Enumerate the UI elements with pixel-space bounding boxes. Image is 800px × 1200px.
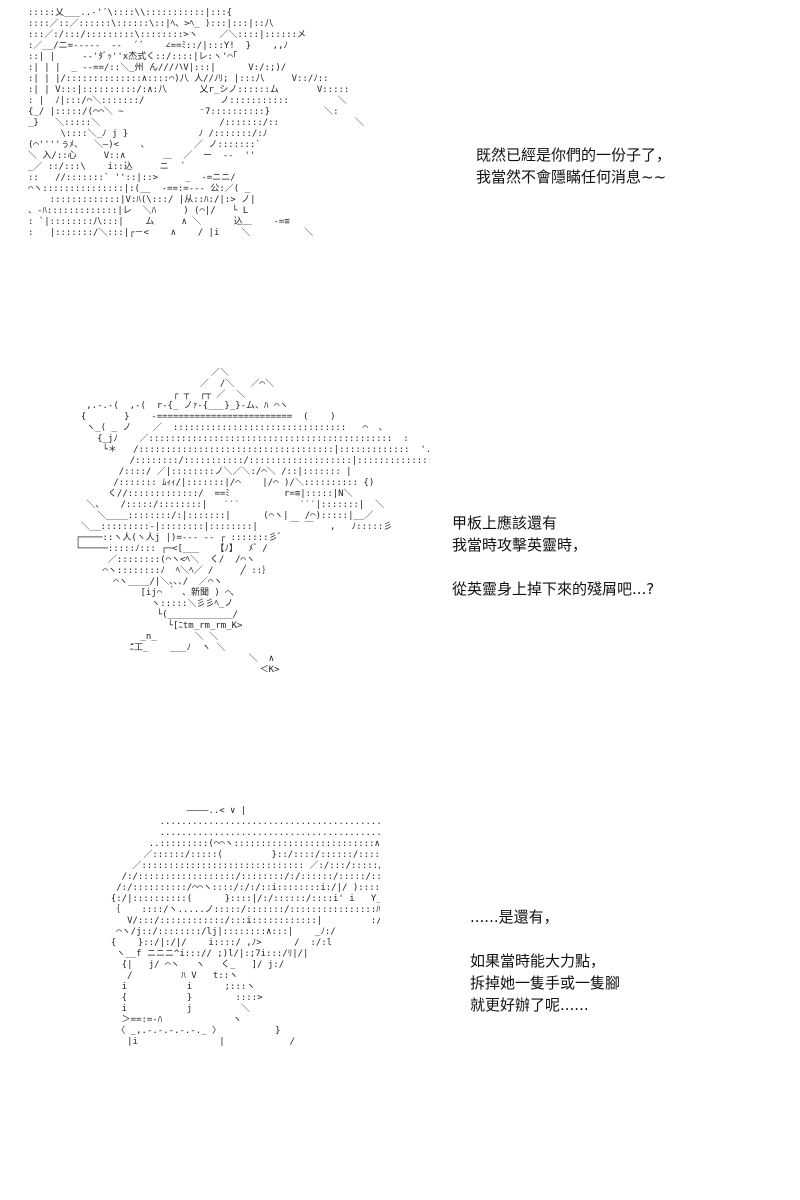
dialogue-text-1: 既然已經是你們的一份子了， 我當然不會隱瞞任何消息~~ xyxy=(476,144,671,188)
dialogue-line: 拆掉她一隻手或一隻腳 xyxy=(470,974,621,992)
dialogue-line: 甲板上應該還有 xyxy=(452,514,558,532)
dialogue-text-3: ......是還有， 如果當時能大力點， 拆掉她一隻手或一隻腳 就更好辦了呢..… xyxy=(470,906,620,1016)
dialogue-line: 我當然不會隱瞞任何消息~~ xyxy=(476,168,667,186)
dialogue-line: 既然已經是你們的一份子了， xyxy=(476,146,672,164)
dialogue-text-2: 甲板上應該還有 我當時攻擊英靈時， 從英靈身上掉下來的殘屑吧...? xyxy=(452,512,654,600)
panel-2: ／＼ ／ /＼ ／⌒＼ ┌ ┬ ┌┬ ／ ＼ ,.-.-( ,-( r-{_ ノ… xyxy=(0,360,800,800)
dialogue-line: 從英靈身上掉下來的殘屑吧...? xyxy=(452,580,655,598)
dialogue-line: 如果當時能大力點， xyxy=(470,952,606,970)
dialogue-line: ......是還有， xyxy=(470,908,559,926)
ascii-art-figure-1: :::::乂___..-'´\::::\\:::::::::::|:::{ ::… xyxy=(28,8,364,238)
dialogue-line: 就更好辦了呢...... xyxy=(470,996,589,1014)
ascii-art-figure-3: ――――..< ∨ | ............................… xyxy=(110,806,380,1047)
panel-1: :::::乂___..-'´\::::\\:::::::::::|:::{ ::… xyxy=(0,0,800,360)
dialogue-line: 我當時攻擊英靈時， xyxy=(452,536,588,554)
dialogue-line xyxy=(452,556,654,578)
panel-3: ――――..< ∨ | ............................… xyxy=(0,800,800,1200)
ascii-art-figure-2: ／＼ ／ /＼ ／⌒＼ ┌ ┬ ┌┬ ／ ＼ ,.-.-( ,-( r-{_ ノ… xyxy=(75,368,430,675)
dialogue-line xyxy=(470,928,620,950)
